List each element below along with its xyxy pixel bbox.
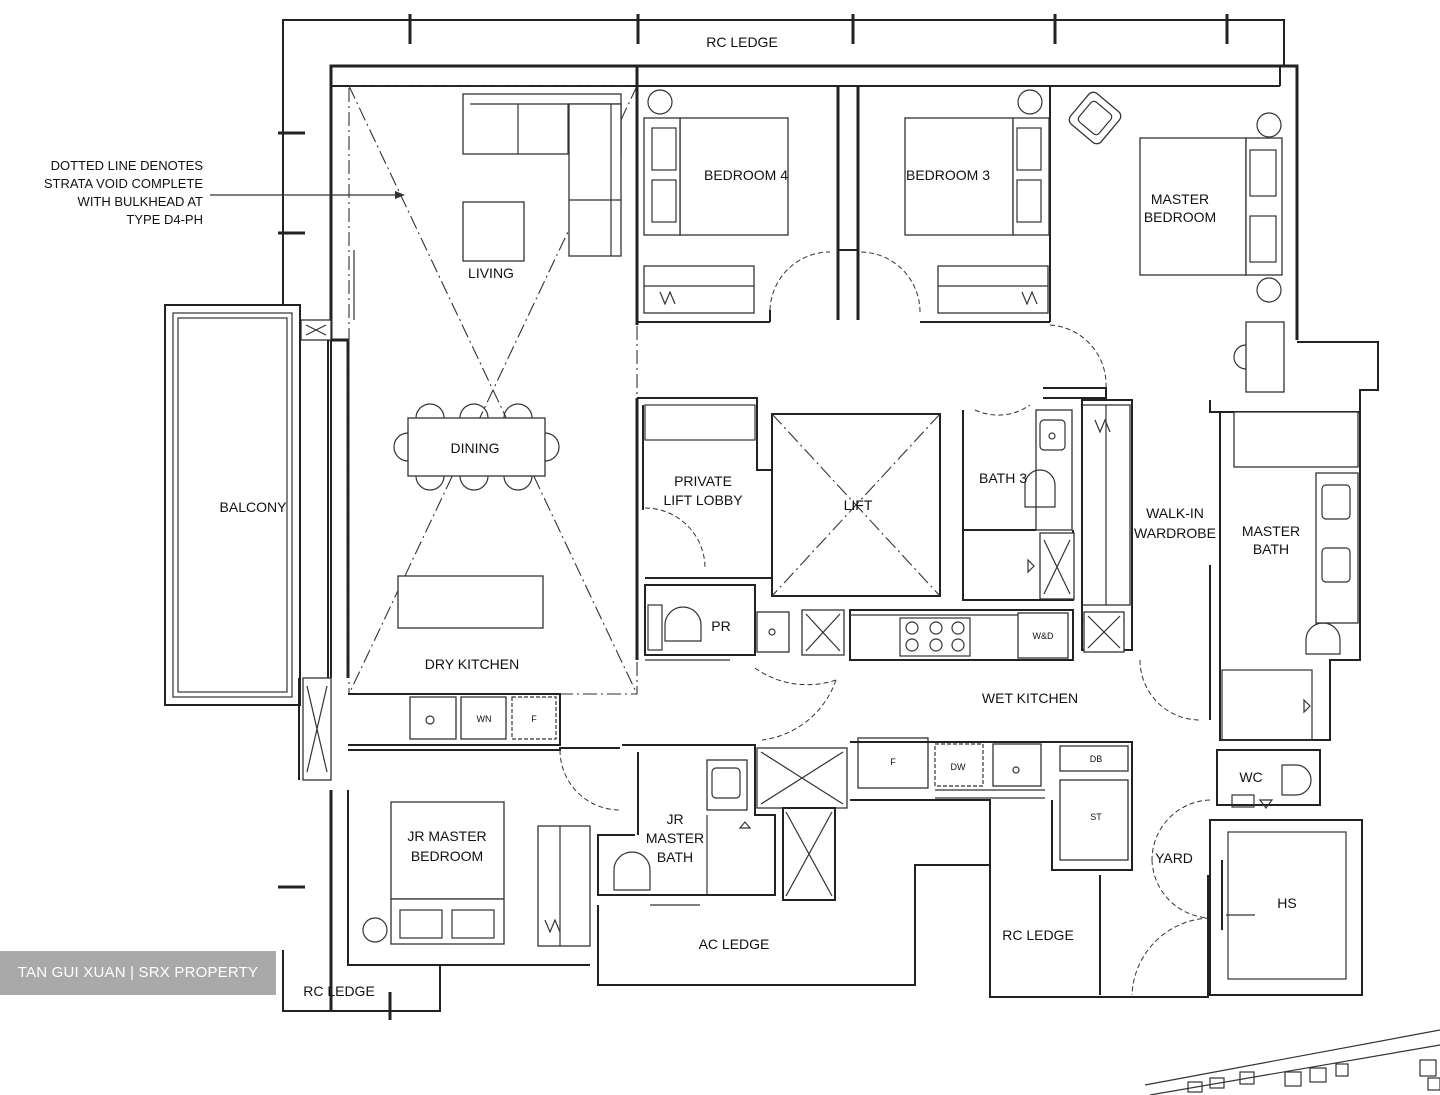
living-label: LIVING xyxy=(468,265,514,281)
jr-master-bath-area xyxy=(597,744,776,906)
rc-ledge-top-label: RC LEDGE xyxy=(706,34,778,50)
note-arrow xyxy=(210,191,405,199)
rc-ledge-top-outline xyxy=(278,14,1285,889)
washer-label: WN xyxy=(477,714,492,724)
room-labels: RC LEDGE LIVING BEDROOM 4 BEDROOM 3 MAST… xyxy=(220,34,1301,999)
note-line-4: TYPE D4-PH xyxy=(126,212,203,227)
wc-label: WC xyxy=(1239,769,1262,785)
wet-kitchen-lower-counter xyxy=(850,737,1133,871)
kitchen-island xyxy=(397,575,544,629)
rc-ledge-right-label: RC LEDGE xyxy=(1002,927,1074,943)
jr-master-bedroom-label-2: BEDROOM xyxy=(411,848,483,864)
db-label: DB xyxy=(1090,754,1103,764)
note-text: DOTTED LINE DENOTES STRATA VOID COMPLETE… xyxy=(44,158,203,227)
washer-dryer-label: W&D xyxy=(1033,631,1054,641)
living-furniture xyxy=(462,93,622,262)
jr-master-bath-label-2: MASTER xyxy=(646,830,704,846)
note-line-3: WITH BULKHEAD AT xyxy=(78,194,204,209)
bath-3-area xyxy=(962,404,1075,601)
rc-ledge-bottom-label: RC LEDGE xyxy=(303,983,375,999)
private-lift-lobby-area xyxy=(635,397,773,660)
balcony-area xyxy=(164,304,329,706)
fixture-labels: WN F W&D F DW DB ST xyxy=(477,631,1103,822)
walk-in-wardrobe-label-2: WARDROBE xyxy=(1134,525,1216,541)
lift-label: LIFT xyxy=(844,497,873,513)
note-line-1: DOTTED LINE DENOTES xyxy=(51,158,204,173)
lift-shaft xyxy=(771,413,941,597)
bedroom-3-label: BEDROOM 3 xyxy=(906,167,990,183)
hs-label: HS xyxy=(1277,895,1296,911)
wet-kitchen-label: WET KITCHEN xyxy=(982,690,1078,706)
jr-master-bath-label-1: JR xyxy=(666,811,683,827)
dry-kitchen-label: DRY KITCHEN xyxy=(425,656,519,672)
ac-ledge-area xyxy=(597,747,991,986)
master-bedroom-label-2: BEDROOM xyxy=(1144,209,1216,225)
wet-kitchen-counters xyxy=(754,609,1201,741)
exterior-walls xyxy=(300,64,1299,678)
yard-label: YARD xyxy=(1155,850,1193,866)
watermark-banner: TAN GUI XUAN | SRX PROPERTY xyxy=(0,951,276,995)
jr-master-bedroom-label-1: JR MASTER xyxy=(407,828,486,844)
dry-kitchen-counter xyxy=(298,677,561,781)
master-bedroom-area xyxy=(1043,91,1285,399)
fridge-label-1: F xyxy=(531,714,537,724)
dining-label: DINING xyxy=(451,440,500,456)
bath-3-label: BATH 3 xyxy=(979,470,1027,486)
ac-ledge-label: AC LEDGE xyxy=(699,936,770,952)
store-label: ST xyxy=(1090,812,1102,822)
private-lift-lobby-label-1: PRIVATE xyxy=(674,473,732,489)
site-key-plan xyxy=(1144,1029,1440,1095)
master-bath-label-2: BATH xyxy=(1253,541,1289,557)
master-bath-label-1: MASTER xyxy=(1242,523,1300,539)
jr-master-bedroom-area xyxy=(282,747,621,1020)
jr-master-bath-label-3: BATH xyxy=(657,849,693,865)
walk-in-wardrobe-area xyxy=(1081,399,1133,653)
dining-table xyxy=(393,403,560,491)
bedroom-4-area xyxy=(635,66,831,325)
master-bath-area xyxy=(1209,341,1379,741)
bedroom-3-area xyxy=(836,86,1051,323)
master-bedroom-label-1: MASTER xyxy=(1151,191,1209,207)
walk-in-wardrobe-label-1: WALK-IN xyxy=(1146,505,1204,521)
dishwasher-label: DW xyxy=(951,762,966,772)
pr-label: PR xyxy=(711,618,730,634)
fridge-label-2: F xyxy=(890,757,896,767)
powder-room-area xyxy=(644,584,790,661)
service-areas xyxy=(989,749,1363,998)
balcony-label: BALCONY xyxy=(220,499,288,515)
private-lift-lobby-label-2: LIFT LOBBY xyxy=(663,492,743,508)
bedroom-4-label: BEDROOM 4 xyxy=(704,167,788,183)
note-line-2: STRATA VOID COMPLETE xyxy=(44,176,203,191)
